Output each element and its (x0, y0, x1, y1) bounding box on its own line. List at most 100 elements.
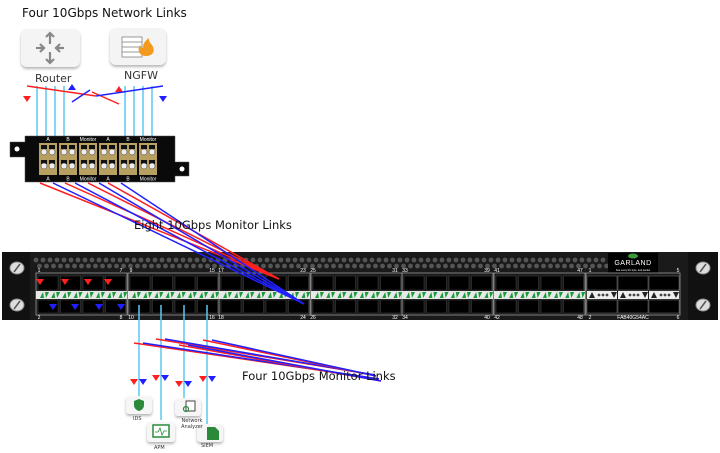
tap-top-label: B (66, 137, 70, 143)
qsfp-led (628, 293, 632, 297)
tap-fiber-port (108, 148, 116, 156)
qsfp-led (663, 293, 667, 297)
tap-fiber-port (108, 162, 116, 170)
tap-port-latch (109, 160, 115, 164)
tap-port-latch (69, 145, 75, 149)
tap-fiber-port (100, 148, 108, 156)
tap-fiber-port (40, 162, 48, 170)
tool-arrow-red-head (199, 376, 207, 382)
qsfp-led (601, 293, 605, 297)
vent-hole (331, 263, 336, 269)
port-led (387, 292, 392, 298)
vent-hole (191, 263, 196, 269)
vent-hole (79, 263, 84, 269)
tap-top-label: A (106, 137, 110, 143)
tap-port-latch (149, 160, 155, 164)
router-arrowhead (45, 31, 55, 38)
tap-fiber-port (120, 148, 128, 156)
port-led (123, 292, 128, 298)
vent-hole (257, 257, 263, 263)
router-egress-arrow-head (68, 84, 76, 90)
tap-top-label: Monitor (140, 137, 157, 143)
vent-hole (576, 263, 581, 269)
sfp-port (312, 299, 334, 314)
port-led (478, 292, 483, 298)
port-led (542, 292, 547, 298)
port-led (210, 292, 215, 298)
port-led (45, 292, 49, 298)
tap-bottom-label: A (106, 177, 110, 183)
vent-hole (40, 257, 46, 263)
vent-hole (114, 263, 119, 269)
ids-shield-icon (134, 399, 144, 411)
router-arrowhead (54, 43, 61, 53)
port-led (239, 292, 244, 298)
sfp-port (540, 299, 562, 314)
tap-port-latch (81, 145, 87, 149)
vent-hole (324, 263, 329, 269)
port-led (536, 292, 541, 298)
tap-port-latch (101, 145, 107, 149)
port-number-bottom: 8 (120, 315, 123, 321)
tap-port-latch (129, 160, 135, 164)
vent-hole (439, 257, 445, 263)
port-number-top: 7 (120, 268, 123, 274)
port-led (118, 292, 123, 298)
vent-hole (96, 257, 102, 263)
vent-hole (600, 257, 606, 263)
vent-hole (89, 257, 95, 263)
sfp-port (174, 275, 196, 291)
port-led (51, 292, 56, 298)
vent-hole (520, 263, 525, 269)
router-icon (21, 29, 80, 67)
analyzer-magnifier-icon (182, 405, 190, 413)
vent-hole (471, 263, 476, 269)
port-led (444, 292, 449, 298)
tap-bottom-label: Monitor (80, 177, 97, 183)
vent-hole (86, 263, 91, 269)
tap-fiber-port (80, 162, 88, 170)
vent-hole (376, 257, 382, 263)
sfp-port (335, 299, 356, 314)
tap-fiber-port (60, 162, 68, 170)
vent-hole (425, 257, 431, 263)
sfp-port (403, 275, 425, 291)
ngfw-ingress-arrow (91, 91, 120, 105)
port-led (320, 292, 324, 298)
vent-hole (597, 263, 602, 269)
qsfp-led (632, 293, 636, 297)
tap-port-latch (49, 145, 55, 149)
vent-hole (177, 263, 182, 269)
sfp-port (448, 299, 470, 314)
tool-arrow-red-head (175, 381, 183, 387)
monitor-link-blue (120, 182, 305, 305)
port-led (559, 292, 563, 298)
sfp-port (471, 299, 492, 314)
port-led (376, 292, 380, 298)
vent-hole (163, 263, 168, 269)
port-led (331, 292, 336, 298)
apm-pulse (155, 426, 167, 437)
tap-top-label: B (126, 137, 130, 143)
vent-hole (397, 257, 403, 263)
vent-hole (187, 257, 193, 263)
port-number-bottom: 10 (128, 315, 134, 321)
screw-slot (699, 300, 707, 310)
vent-hole (65, 263, 70, 269)
port-led (525, 292, 530, 298)
vent-hole (583, 263, 588, 269)
tap-port-latch (121, 160, 127, 164)
port-led (382, 292, 387, 298)
vent-hole (355, 257, 361, 263)
sfp-port (220, 299, 242, 314)
port-led (272, 292, 277, 298)
led-strip (494, 291, 585, 299)
monitor-link-red (87, 182, 280, 280)
monitor-link-blue (98, 182, 305, 305)
tap-fiber-port (148, 162, 156, 170)
siem-label: SIEM (201, 443, 214, 449)
tap-port-latch (61, 145, 67, 149)
vent-hole (495, 257, 501, 263)
tap-port-latch (89, 160, 95, 164)
